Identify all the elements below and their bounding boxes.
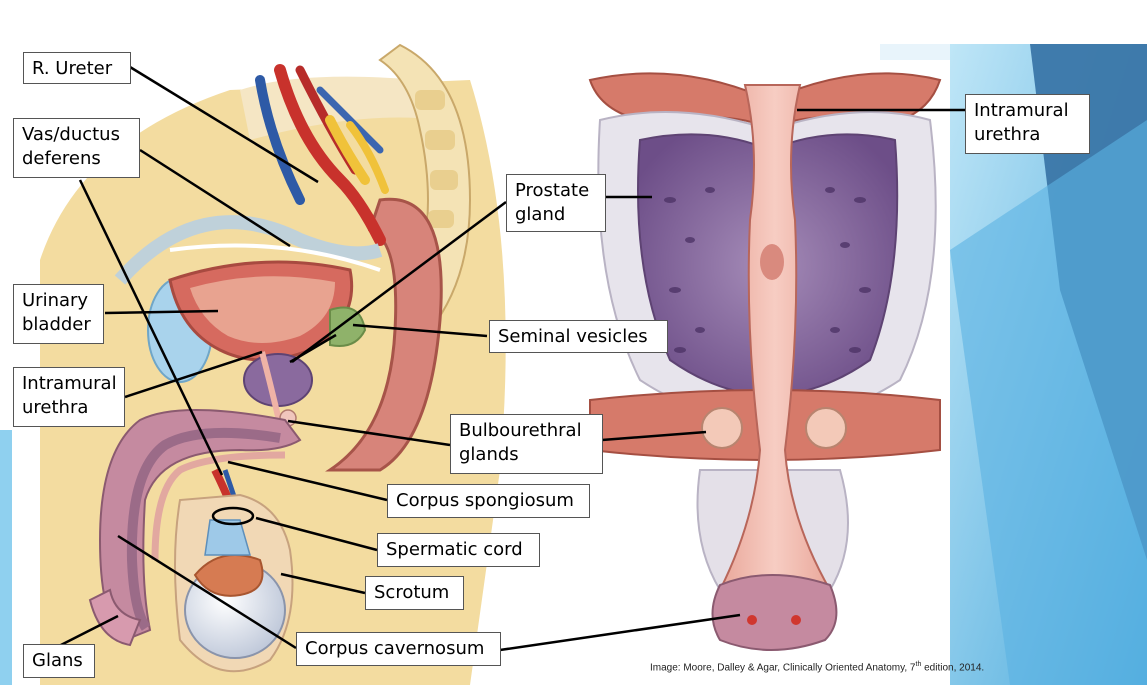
leader-corpus-spongiosum — [227, 460, 388, 502]
label-glans: Glans — [23, 644, 95, 678]
label-prostate-gland: Prostate gland — [506, 174, 606, 232]
label-seminal-vesicles: Seminal vesicles — [489, 320, 668, 353]
leader-urinary-bladder — [104, 309, 219, 315]
leader-seminal-vesicles-2 — [289, 333, 337, 364]
label-corpus-spongiosum: Corpus spongiosum — [387, 484, 590, 518]
spermatic-cord-outline — [211, 506, 255, 526]
leader-corpus-cavernosum-left — [117, 534, 297, 650]
label-bulbourethral-glands: Bulbourethral glands — [450, 414, 603, 474]
leader-r-ureter — [129, 65, 319, 184]
credit-superscript: th — [915, 661, 922, 668]
leader-vas-deferens-2 — [78, 179, 224, 476]
coronal-prostate-illustration — [588, 72, 942, 651]
credit-text: Image: Moore, Dalley & Agar, Clinically … — [650, 662, 916, 674]
leader-seminal-vesicles — [352, 323, 488, 338]
label-scrotum: Scrotum — [365, 576, 464, 610]
image-credit: Image: Moore, Dalley & Agar, Clinically … — [650, 661, 984, 673]
label-intramural-urethra-left: Intramural urethra — [13, 367, 125, 427]
leader-spermatic-cord — [255, 516, 378, 552]
left-accent-strip — [0, 430, 12, 685]
leader-lines — [54, 65, 965, 652]
label-urinary-bladder: Urinary bladder — [13, 284, 104, 344]
label-intramural-urethra-right: Intramural urethra — [965, 94, 1090, 154]
credit-text-end: edition, 2014. — [921, 662, 985, 674]
leader-vas-deferens — [139, 148, 291, 248]
leader-glans — [54, 614, 119, 650]
leader-scrotum — [280, 572, 366, 595]
label-r-ureter: R. Ureter — [23, 52, 131, 84]
label-corpus-cavernosum: Corpus cavernosum — [296, 632, 501, 666]
label-spermatic-cord: Spermatic cord — [377, 533, 540, 567]
leader-prostate-gland — [291, 200, 507, 364]
label-vas-deferens: Vas/ductus deferens — [13, 118, 140, 178]
leader-intramural-urethra-left — [124, 350, 263, 399]
leader-bulbourethral-right — [601, 430, 707, 442]
leader-bulbourethral-glands — [287, 419, 451, 447]
leader-corpus-cavernosum-right — [499, 613, 741, 652]
